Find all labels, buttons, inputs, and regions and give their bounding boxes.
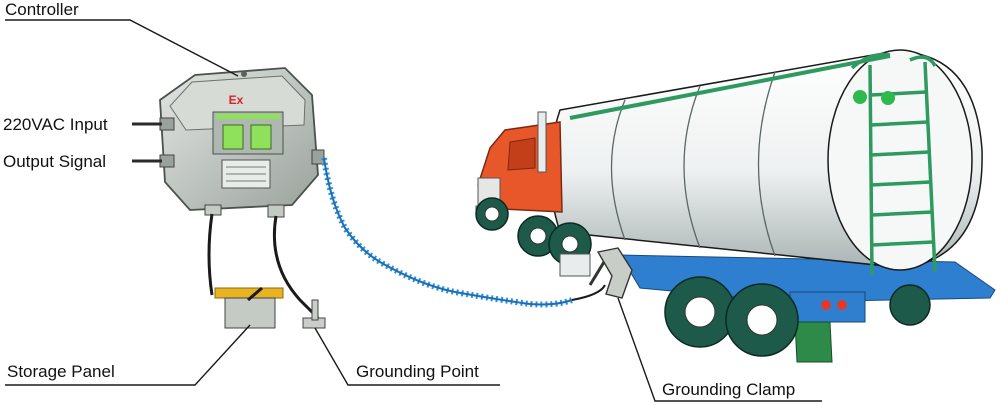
signal-cable-gland: [159, 154, 175, 168]
power-cable-gland: [159, 117, 175, 131]
leader-storage-panel: [5, 324, 251, 386]
controller-enclosure: Ex: [159, 67, 325, 218]
leader-controller: [5, 19, 239, 77]
tank-ring: [610, 99, 626, 241]
wheel: [664, 276, 736, 348]
label-controller: Controller: [5, 0, 79, 19]
label-power-input: 220VAC Input: [3, 115, 108, 134]
label-storage-panel: Storage Panel: [7, 362, 115, 381]
tank-ring: [757, 71, 776, 257]
label-output-signal: Output Signal: [3, 152, 106, 171]
tank-top-rail: [569, 54, 891, 120]
display-window-left: [222, 124, 244, 150]
wheel: [889, 284, 931, 326]
bottom-cable-gland: [267, 204, 285, 218]
tank-ring: [683, 85, 701, 249]
panel-bracket: [214, 287, 284, 299]
leader-grounding-point: [314, 327, 500, 386]
tank-end-cap: [827, 49, 973, 271]
label-grounding-point: Grounding Point: [356, 362, 479, 381]
tail-light: [837, 300, 847, 310]
tank-ladder: [850, 52, 937, 276]
tank-indicator-light: [881, 91, 895, 105]
ground-cable-to-point: [272, 215, 320, 320]
ground-cable-to-panel: [207, 213, 214, 296]
clamp-lead: [571, 284, 606, 301]
display-strip: [216, 114, 280, 119]
label-grounding-clamp: Grounding Clamp: [662, 380, 795, 399]
side-cable-gland: [311, 149, 325, 165]
tanker-truck: [475, 49, 996, 363]
tank-indicator-light: [853, 90, 867, 104]
cab-window: [507, 137, 536, 171]
panel-box: [224, 297, 276, 329]
display-window-right: [250, 124, 272, 150]
truck-wheels: [475, 197, 931, 357]
front-mud-flap: [559, 253, 591, 277]
ex-marking: Ex: [229, 93, 244, 107]
storage-panel: [214, 286, 284, 329]
wheel: [475, 197, 509, 231]
mud-flap: [794, 321, 833, 363]
exhaust-stack: [537, 111, 547, 173]
grounding-point: [302, 299, 326, 329]
leader-grounding-clamp: [617, 297, 822, 402]
wheel: [725, 283, 799, 357]
tail-light: [821, 300, 831, 310]
enclosure-bolt: [241, 71, 247, 77]
grounding-clamp: [588, 247, 633, 299]
bottom-cable-gland: [204, 204, 222, 216]
